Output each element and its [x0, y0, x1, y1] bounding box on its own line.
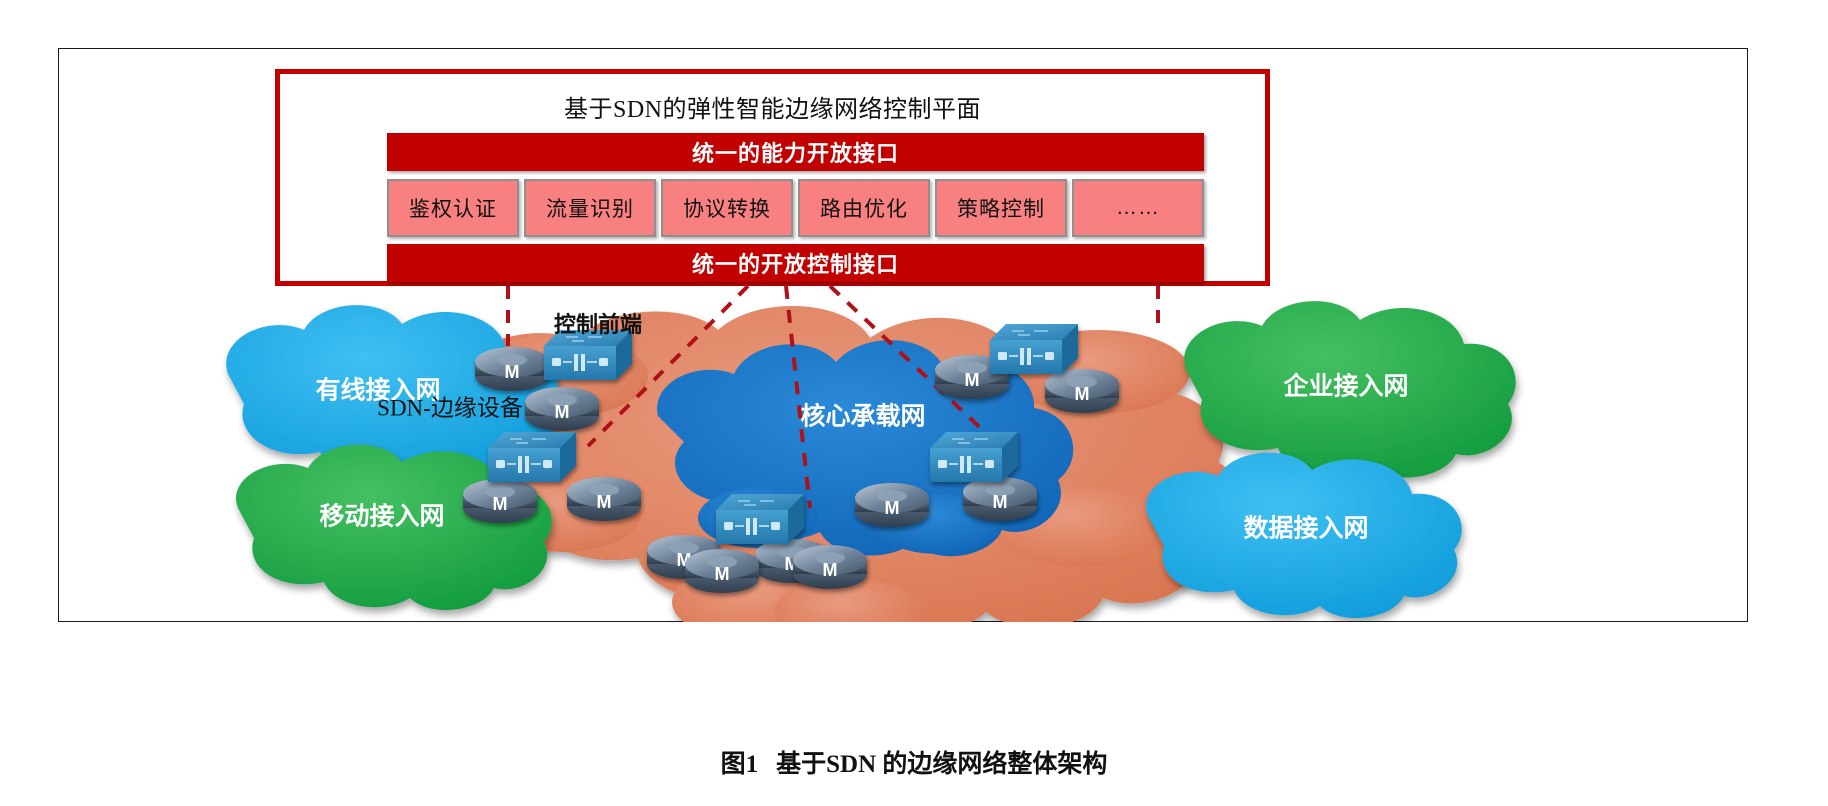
- switch-icon: [716, 494, 804, 544]
- function-cell-protocol-conversion[interactable]: 协议转换: [661, 179, 793, 237]
- control-frontend-label: 控制前端: [554, 312, 642, 337]
- access-cloud-wired: 有线接入网: [226, 305, 558, 482]
- access-cloud-mobile-label: 移动接入网: [319, 503, 444, 531]
- function-cell-policy-control[interactable]: 策略控制: [935, 179, 1067, 237]
- function-cell-route-optimization[interactable]: 路由优化: [798, 179, 930, 237]
- northbound-interface-bar: 统一的能力开放接口: [387, 133, 1204, 171]
- switch-icon: [990, 324, 1078, 374]
- access-cloud-data: 数据接入网: [1146, 452, 1462, 619]
- control-plane-panel: 基于SDN的弹性智能边缘网络控制平面 统一的能力开放接口 鉴权认证 流量识别 协…: [275, 69, 1270, 286]
- svg-text:M: M: [597, 492, 612, 512]
- network-topology-scene: 核心承载网 有线接入网 移动接入网 企业接入网 数据接入网: [58, 286, 1748, 622]
- core-cloud-label: 核心承载网: [800, 402, 925, 431]
- function-cell-more[interactable]: ……: [1072, 179, 1204, 237]
- svg-text:M: M: [555, 402, 570, 422]
- figure-caption-title: 基于SDN 的边缘网络整体架构: [776, 751, 1108, 778]
- southbound-interface-bar: 统一的开放控制接口: [387, 244, 1204, 282]
- router-icon: M: [475, 347, 549, 391]
- control-plane-title: 基于SDN的弹性智能边缘网络控制平面: [563, 97, 981, 123]
- router-icon: M: [463, 479, 537, 523]
- svg-text:M: M: [823, 560, 838, 580]
- switch-icon: [544, 330, 632, 380]
- function-cell-traffic-identification[interactable]: 流量识别: [524, 179, 656, 237]
- svg-text:M: M: [493, 494, 508, 514]
- access-cloud-wired-label: 有线接入网: [315, 376, 440, 405]
- access-cloud-enterprise: 企业接入网: [1184, 301, 1516, 478]
- svg-text:M: M: [885, 498, 900, 518]
- svg-text:M: M: [993, 492, 1008, 512]
- svg-text:M: M: [965, 370, 980, 390]
- router-icon: M: [685, 549, 759, 593]
- access-cloud-data-label: 数据接入网: [1243, 515, 1368, 543]
- switch-icon: [488, 432, 576, 482]
- router-group-bottom: M M: [685, 545, 867, 593]
- svg-text:M: M: [1075, 384, 1090, 404]
- svg-text:M: M: [505, 362, 520, 382]
- access-cloud-enterprise-label: 企业接入网: [1283, 372, 1408, 401]
- function-module-row: 鉴权认证 流量识别 协议转换 路由优化 策略控制 ……: [387, 179, 1204, 237]
- figure-caption-number: 图1: [720, 751, 759, 778]
- figure-caption: 图1 基于SDN 的边缘网络整体架构: [0, 744, 1828, 780]
- svg-text:M: M: [715, 564, 730, 584]
- switch-group: [488, 324, 1078, 544]
- sdn-edge-device-label: SDN-边缘设备: [377, 395, 523, 420]
- function-cell-auth[interactable]: 鉴权认证: [387, 179, 519, 237]
- router-icon: M: [855, 483, 929, 527]
- router-icon: M: [1045, 369, 1119, 413]
- router-icon: M: [525, 387, 599, 431]
- router-icon: M: [793, 545, 867, 589]
- router-icon: M: [567, 477, 641, 521]
- router-group: M M M: [463, 347, 1119, 583]
- switch-icon: [930, 432, 1018, 482]
- router-icon: M: [963, 477, 1037, 521]
- control-links: [506, 286, 1160, 509]
- control-link-4: [828, 286, 1010, 456]
